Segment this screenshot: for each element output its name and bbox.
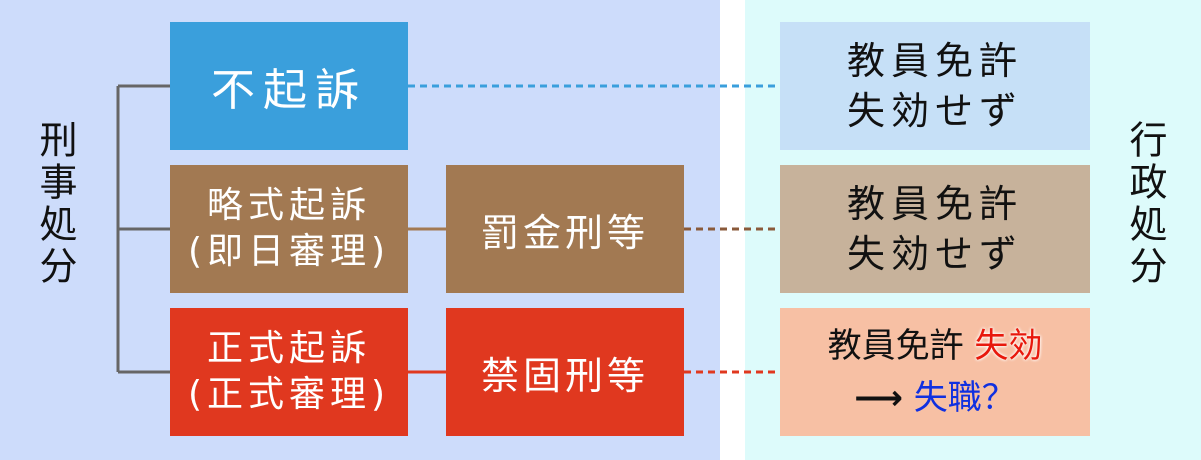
fine-penalty-label: 罰金刑等 [480, 210, 649, 255]
non-prosecution-label: 不起訴 [211, 65, 367, 116]
result-box-3: 教員免許 失効 ⟶ 失職？ [780, 308, 1090, 436]
result-2-line-1: 教員免許 [846, 182, 1023, 226]
summary-indictment-label: 略式起訴 (即日審理) [187, 185, 391, 272]
result-box-1: 教員免許 失効せず [780, 22, 1090, 150]
imprisonment-penalty-label: 禁固刑等 [480, 353, 649, 398]
administrative-disposition-label: 行政処分 [1123, 120, 1167, 288]
result-3-lapse-highlight: 失効 [974, 326, 1043, 366]
result-3-prefix: 教員免許 [827, 326, 964, 366]
arrow-icon: ⟶ [854, 378, 903, 418]
summary-indictment-box: 略式起訴 (即日審理) [170, 165, 408, 293]
result-3-line-2: ⟶ 失職？ [854, 372, 1016, 424]
result-2-line-2: 失効せず [846, 232, 1023, 276]
formal-indictment-box: 正式起訴 (正式審理) [170, 308, 408, 436]
imprisonment-penalty-box: 禁固刑等 [446, 308, 684, 436]
criminal-disposition-label: 刑事処分 [33, 120, 77, 288]
result-1-line-1: 教員免許 [846, 39, 1023, 83]
fine-penalty-box: 罰金刑等 [446, 165, 684, 293]
result-3-outcome: 失職？ [913, 378, 1016, 418]
result-1-line-2: 失効せず [846, 89, 1023, 133]
result-3-line-1: 教員免許 失効 [828, 320, 1043, 372]
non-prosecution-box: 不起訴 [170, 22, 408, 150]
formal-indictment-label: 正式起訴 (正式審理) [187, 328, 391, 415]
result-box-2: 教員免許 失効せず [780, 165, 1090, 293]
